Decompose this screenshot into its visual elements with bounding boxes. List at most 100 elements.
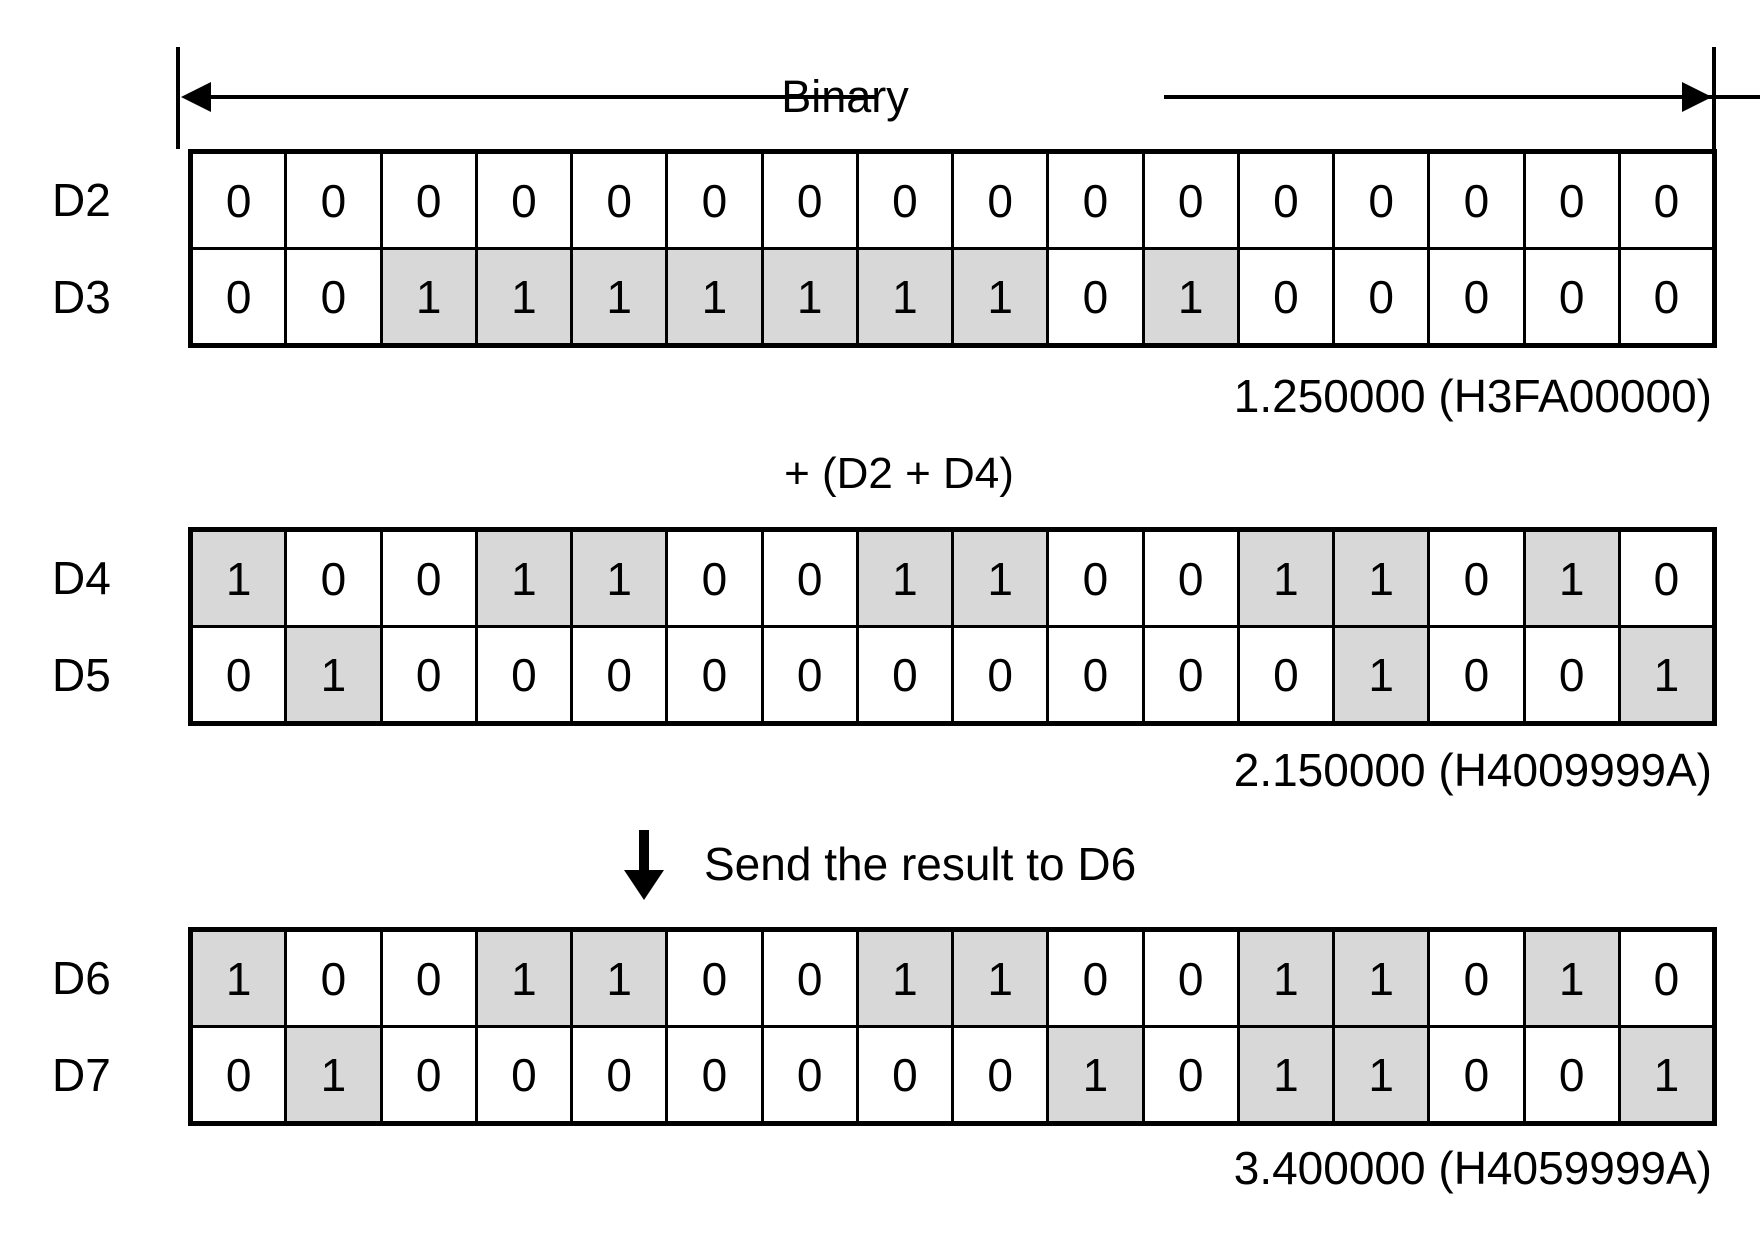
result-caption-1: 1.250000 (H3FA00000) (1233, 370, 1712, 422)
bit-cell: 0 (284, 527, 383, 628)
bit-cell: 0 (855, 625, 955, 726)
bit-cell: 1 (1141, 247, 1240, 348)
binary-label: Binary (781, 71, 909, 122)
bit-cell: 0 (950, 625, 1050, 726)
bit-cell: 0 (665, 927, 764, 1028)
bit-cell: 0 (187, 149, 288, 250)
bit-cell: 0 (950, 1025, 1050, 1126)
bit-cell: 0 (1522, 247, 1621, 348)
bit-cell: 1 (950, 927, 1050, 1028)
bit-cell: 0 (760, 927, 859, 1028)
bit-cell: 0 (379, 1025, 478, 1126)
bit-cell: 0 (1617, 527, 1718, 628)
left-boundary-tick (176, 47, 180, 149)
register-label: D2 (52, 174, 111, 226)
bit-cell: 0 (379, 927, 478, 1028)
bit-cell: 0 (1141, 927, 1240, 1028)
bit-cell: 1 (1617, 625, 1718, 726)
bit-cell: 0 (1141, 1025, 1240, 1126)
bit-cell: 0 (569, 1025, 669, 1126)
bit-cell: 0 (1141, 149, 1240, 250)
bit-cell: 1 (1331, 927, 1431, 1028)
bit-cell: 0 (379, 149, 478, 250)
bit-cell: 0 (187, 1025, 288, 1126)
bit-cell: 0 (665, 1025, 764, 1126)
bit-cell: 0 (569, 149, 669, 250)
bit-cell: 1 (1236, 927, 1336, 1028)
bit-cell: 1 (1522, 527, 1621, 628)
bit-cell: 0 (1617, 149, 1718, 250)
bit-cell: 0 (474, 625, 574, 726)
bit-cell: 1 (474, 927, 574, 1028)
bit-cell: 0 (1427, 625, 1526, 726)
bit-cell: 0 (760, 1025, 859, 1126)
bit-cell: 0 (855, 1025, 955, 1126)
bit-cell: 0 (855, 149, 955, 250)
bit-cell: 1 (855, 247, 955, 348)
bit-cell: 0 (1427, 1025, 1526, 1126)
bit-cell: 0 (665, 149, 764, 250)
bit-cell: 0 (474, 149, 574, 250)
bit-cell: 0 (1046, 149, 1145, 250)
bit-cell: 1 (474, 247, 574, 348)
bit-cell: 1 (569, 247, 669, 348)
bit-cell: 0 (1236, 625, 1336, 726)
bit-cell: 0 (187, 247, 288, 348)
left-arrow-shaft (186, 95, 878, 99)
bit-cell: 0 (1236, 149, 1336, 250)
transfer-row: Send the result to D6 (0, 826, 1760, 904)
bit-cell: 0 (1046, 527, 1145, 628)
bit-cell: 1 (187, 527, 288, 628)
bit-cell: 0 (284, 247, 383, 348)
bit-cell: 0 (950, 149, 1050, 250)
bit-cell: 0 (1522, 149, 1621, 250)
bit-cell: 0 (760, 149, 859, 250)
bit-cell: 0 (1331, 247, 1431, 348)
bit-cell: 1 (665, 247, 764, 348)
bit-cell: 1 (1236, 1025, 1336, 1126)
bit-cell: 0 (1236, 247, 1336, 348)
bit-cell: 1 (284, 1025, 383, 1126)
bit-cell: 1 (379, 247, 478, 348)
bit-cell: 0 (474, 1025, 574, 1126)
down-arrow-icon (624, 830, 664, 900)
bit-cell: 0 (1046, 927, 1145, 1028)
bit-cell: 1 (855, 527, 955, 628)
register-label: D7 (52, 1049, 111, 1101)
bit-cell: 1 (950, 247, 1050, 348)
bit-cell: 1 (284, 625, 383, 726)
register-label: D3 (52, 271, 111, 323)
bit-cell: 1 (855, 927, 955, 1028)
bit-cell: 1 (569, 927, 669, 1028)
bit-cell: 0 (569, 625, 669, 726)
bit-cell: 1 (187, 927, 288, 1028)
register-label: D4 (52, 552, 111, 604)
bit-cell: 1 (1331, 625, 1431, 726)
bit-cell: 0 (379, 527, 478, 628)
bit-cell: 1 (1046, 1025, 1145, 1126)
bit-cell: 0 (665, 527, 764, 628)
register-label: D6 (52, 952, 111, 1004)
bit-cell: 0 (1046, 625, 1145, 726)
bit-cell: 0 (1427, 927, 1526, 1028)
bit-cell: 1 (1236, 527, 1336, 628)
bit-cell: 0 (1522, 625, 1621, 726)
bit-cell: 0 (1427, 149, 1526, 250)
transfer-label: Send the result to D6 (704, 838, 1137, 890)
bit-cell: 0 (1141, 625, 1240, 726)
bit-cell: 0 (665, 625, 764, 726)
bit-cell: 0 (1141, 527, 1240, 628)
binary-range-indicator: Binary (176, 47, 1760, 149)
right-arrowhead-icon (1682, 82, 1712, 112)
bit-cell: 0 (1046, 247, 1145, 348)
bit-cell: 1 (1522, 927, 1621, 1028)
bit-cell: 0 (284, 149, 383, 250)
